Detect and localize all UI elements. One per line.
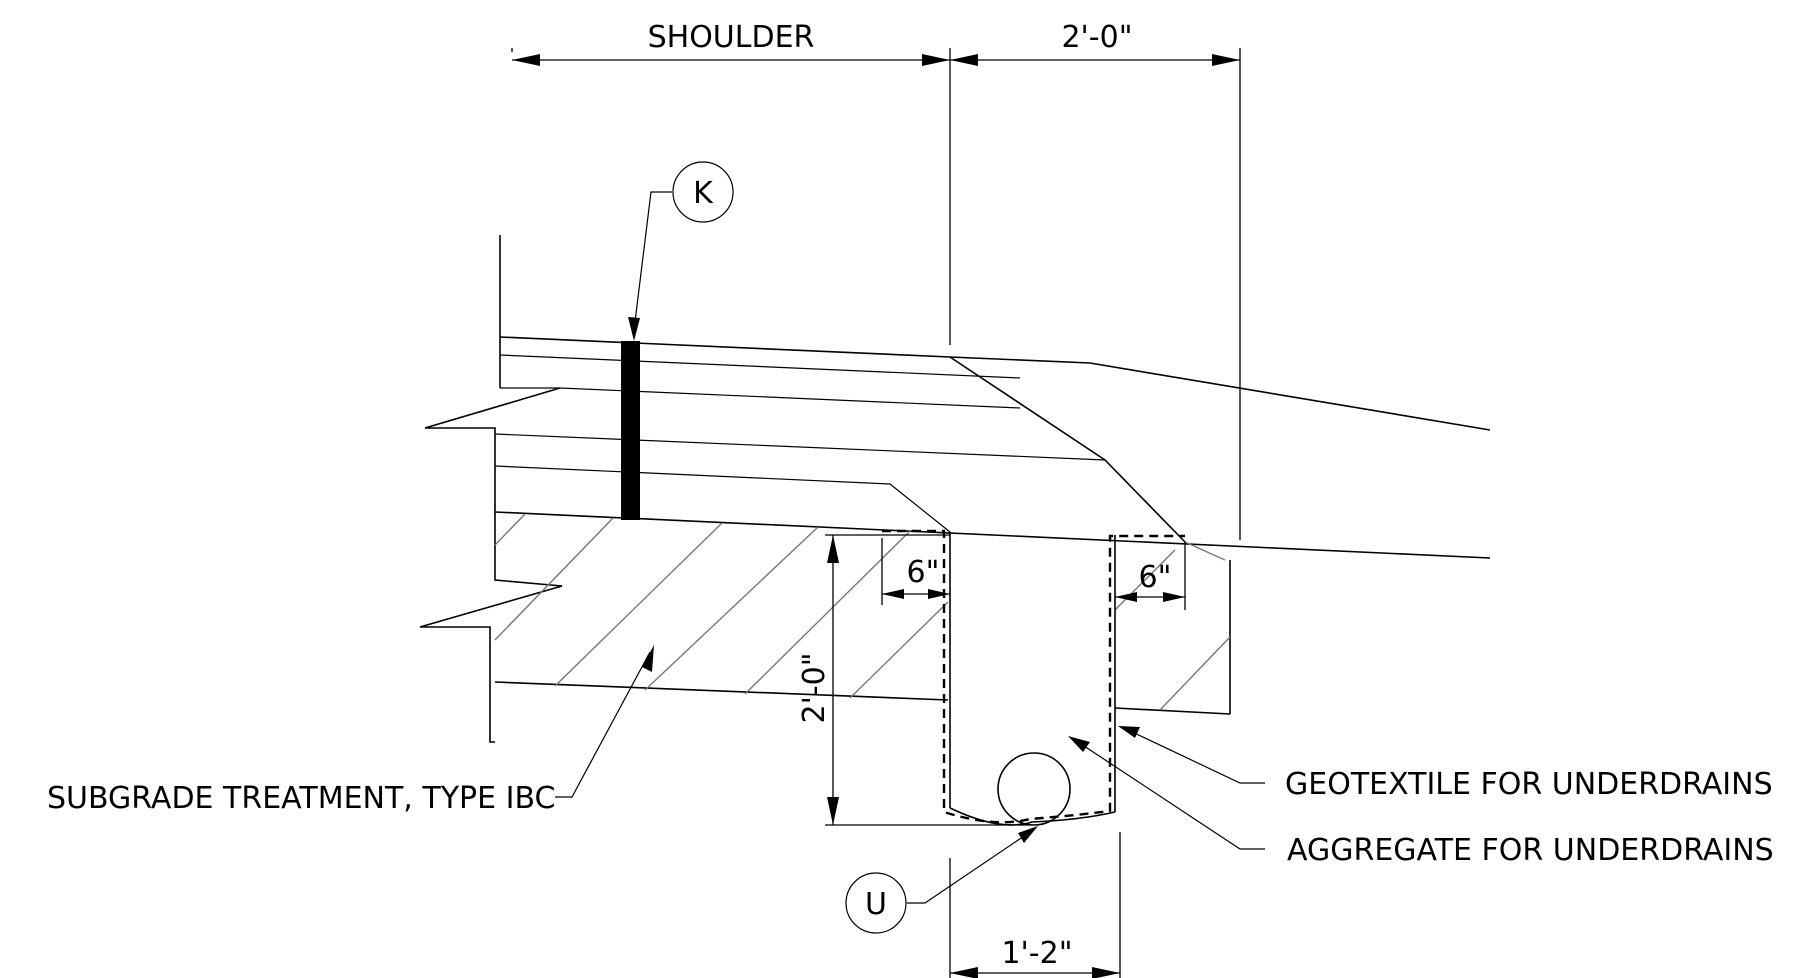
leader-lines — [555, 191, 1265, 904]
dim-shoulder-label: SHOULDER — [648, 20, 815, 55]
dim-trench-depth-label: 2'-0" — [797, 652, 832, 723]
k-marker-bar — [621, 341, 640, 520]
dim-right-offset-label: 6" — [1139, 560, 1172, 595]
dim-top-width-label: 2'-0" — [1061, 20, 1132, 55]
callout-k-letter: K — [693, 176, 714, 211]
callout-k: K — [672, 161, 734, 223]
subgrade-treatment-label: SUBGRADE TREATMENT, TYPE IBC — [47, 781, 555, 816]
geotextile-lining — [882, 529, 1185, 824]
geotextile-label: GEOTEXTILE FOR UNDERDRAINS — [1285, 767, 1773, 802]
dim-left-offset-label: 6" — [907, 555, 940, 590]
dim-trench-width-label: 1'-2" — [1001, 936, 1072, 971]
dimension-lines — [511, 48, 1241, 978]
underdrain-pipe — [997, 752, 1071, 826]
aggregate-label: AGGREGATE FOR UNDERDRAINS — [1287, 833, 1774, 868]
callout-u: U — [845, 872, 907, 934]
pavement-layers — [424, 235, 1491, 559]
subgrade-zone — [419, 512, 1231, 743]
callout-u-letter: U — [865, 887, 887, 922]
